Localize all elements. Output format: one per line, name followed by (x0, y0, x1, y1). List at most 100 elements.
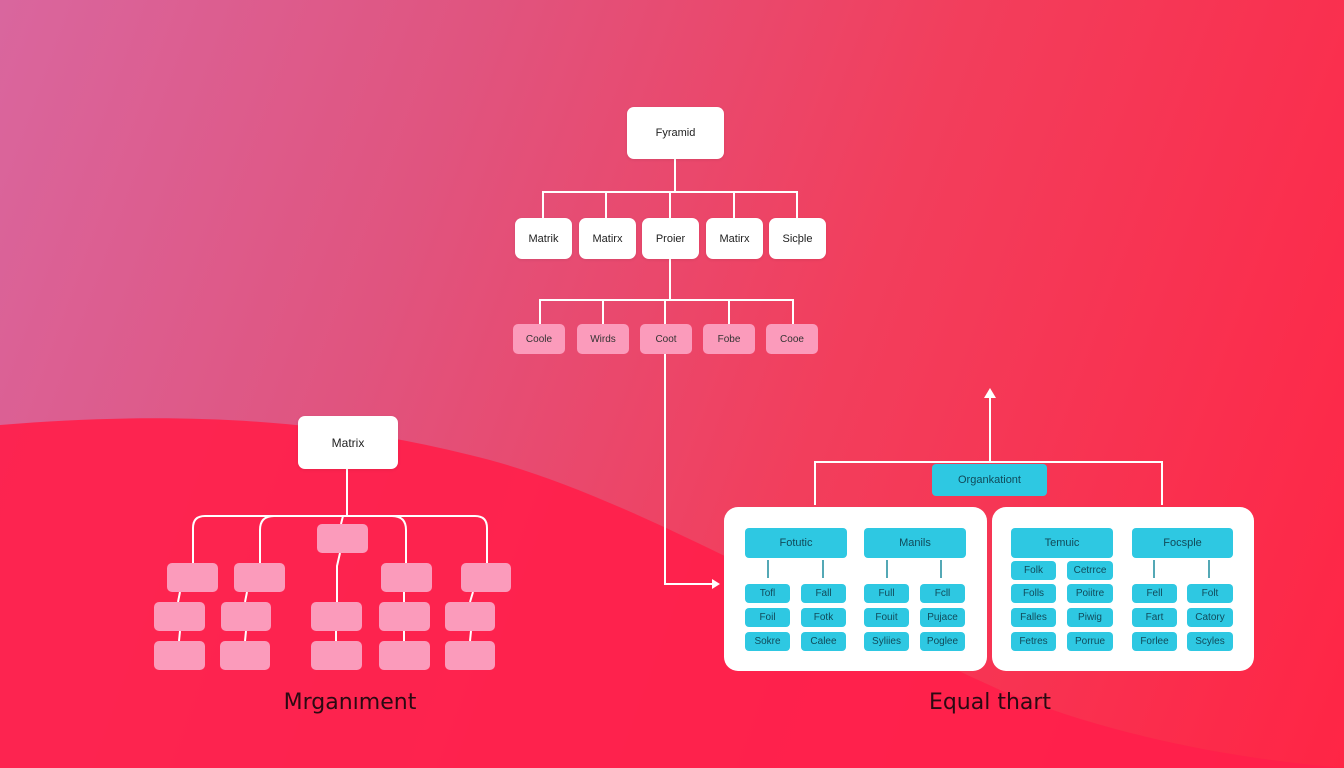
cell-node[interactable]: Folt (1187, 584, 1233, 603)
cell-node[interactable]: Fetres (1011, 632, 1056, 651)
right-chart-caption: Equal thart (928, 690, 1052, 715)
cell-label: Cetrrce (1073, 565, 1107, 576)
left-tree-node[interactable] (221, 602, 271, 631)
node-label: Coot (655, 333, 677, 345)
node-label: Matirx (592, 232, 623, 245)
cell-label: Porrue (1074, 636, 1105, 647)
node-label: Matrix (331, 435, 365, 450)
node-label: Wirds (590, 333, 616, 345)
cell-label: Pujace (927, 612, 958, 623)
node-label: Matrik (528, 232, 559, 245)
cell-node[interactable]: Fouit (864, 608, 909, 627)
cell-label: Forlee (1140, 636, 1169, 647)
level2-node[interactable]: Coot (640, 324, 692, 354)
group-header[interactable]: Manils (864, 528, 966, 558)
node-label: Manils (899, 537, 931, 549)
node-label: Fyramid (655, 127, 696, 139)
cell-node[interactable]: Foil (745, 608, 790, 627)
level1-node[interactable]: Matrik (515, 218, 572, 259)
left-chart-caption: Mrganıment (283, 690, 417, 715)
group-header[interactable]: Fotutic (745, 528, 847, 558)
node-label: Proier (655, 232, 686, 245)
cell-label: Fcll (934, 588, 951, 599)
level2-node[interactable]: Coole (513, 324, 565, 354)
cell-label: Sokre (754, 636, 781, 647)
cell-node[interactable]: Cetrrce (1067, 561, 1113, 580)
level1-node[interactable]: Matirx (579, 218, 636, 259)
cell-node[interactable]: Fotk (801, 608, 846, 627)
cell-label: Poglee (926, 636, 959, 647)
level2-node[interactable]: Cooe (766, 324, 818, 354)
cell-node[interactable]: Full (864, 584, 909, 603)
cell-label: Syliies (872, 636, 901, 647)
cell-node[interactable]: Falles (1011, 608, 1056, 627)
cell-node[interactable]: Calee (801, 632, 846, 651)
organization-root-node[interactable]: Organkationt (932, 464, 1047, 496)
node-label: Organkationt (958, 474, 1021, 486)
cell-label: Fall (815, 588, 832, 599)
cell-node[interactable]: Piwig (1067, 608, 1113, 627)
level2-node[interactable]: Wirds (577, 324, 629, 354)
cell-label: Falles (1020, 612, 1047, 623)
cell-label: Fotk (813, 612, 834, 623)
cell-node[interactable]: Pujace (920, 608, 965, 627)
cell-node[interactable]: Sokre (745, 632, 790, 651)
level1-node[interactable]: Sicþle (769, 218, 826, 259)
cell-label: Tofl (759, 588, 776, 599)
cell-label: Fell (1146, 588, 1163, 599)
pyramid-root-node[interactable]: Fyramid (627, 107, 724, 159)
left-tree-node[interactable] (445, 641, 495, 670)
node-label: Matirx (719, 232, 750, 245)
matrix-root-node[interactable]: Matrix (298, 416, 398, 469)
cell-label: Poiitre (1075, 588, 1105, 599)
cell-node[interactable]: Folls (1011, 584, 1056, 603)
left-tree-node[interactable] (461, 563, 511, 592)
left-tree-node[interactable] (311, 602, 362, 631)
cell-node[interactable]: Tofl (745, 584, 790, 603)
left-tree-node[interactable] (154, 641, 205, 670)
cell-label: Folt (1201, 588, 1219, 599)
cell-node[interactable]: Syliies (864, 632, 909, 651)
left-tree-node[interactable] (154, 602, 205, 631)
level1-node[interactable]: Proier (642, 218, 699, 259)
left-tree-node[interactable] (317, 524, 368, 553)
cell-node[interactable]: Fart (1132, 608, 1177, 627)
left-tree-node[interactable] (381, 563, 432, 592)
cell-node[interactable]: Fall (801, 584, 846, 603)
left-tree-node[interactable] (234, 563, 285, 592)
cell-label: Calee (810, 636, 837, 647)
cell-node[interactable]: Porrue (1067, 632, 1113, 651)
cell-node[interactable]: Catory (1187, 608, 1233, 627)
cell-node[interactable]: Folk (1011, 561, 1056, 580)
cell-label: Piwig (1078, 612, 1102, 623)
cell-label: Fouit (875, 612, 898, 623)
cell-node[interactable]: Fell (1132, 584, 1177, 603)
cell-label: Fetres (1019, 636, 1048, 647)
node-label: Cooe (780, 333, 804, 345)
left-tree-node[interactable] (379, 641, 430, 670)
cell-label: Folk (1024, 565, 1043, 576)
node-label: Fotutic (779, 537, 813, 549)
cell-node[interactable]: Forlee (1132, 632, 1177, 651)
group-header[interactable]: Temuic (1011, 528, 1113, 558)
level2-node[interactable]: Fobe (703, 324, 755, 354)
cell-node[interactable]: Fcll (920, 584, 965, 603)
node-label: Focsple (1163, 537, 1202, 549)
cell-node[interactable]: Poiitre (1067, 584, 1113, 603)
cell-label: Fart (1145, 612, 1164, 623)
level1-node[interactable]: Matirx (706, 218, 763, 259)
group-header[interactable]: Focsple (1132, 528, 1233, 558)
node-label: Coole (525, 333, 553, 345)
cell-label: Scyles (1195, 636, 1225, 647)
cell-label: Catory (1195, 612, 1225, 623)
left-tree-node[interactable] (311, 641, 362, 670)
node-label: Sicþle (782, 232, 813, 245)
cell-node[interactable]: Scyles (1187, 632, 1233, 651)
left-tree-node[interactable] (379, 602, 430, 631)
cell-node[interactable]: Poglee (920, 632, 965, 651)
left-tree-node[interactable] (220, 641, 270, 670)
cell-label: Full (878, 588, 895, 599)
left-tree-node[interactable] (445, 602, 495, 631)
left-tree-node[interactable] (167, 563, 218, 592)
